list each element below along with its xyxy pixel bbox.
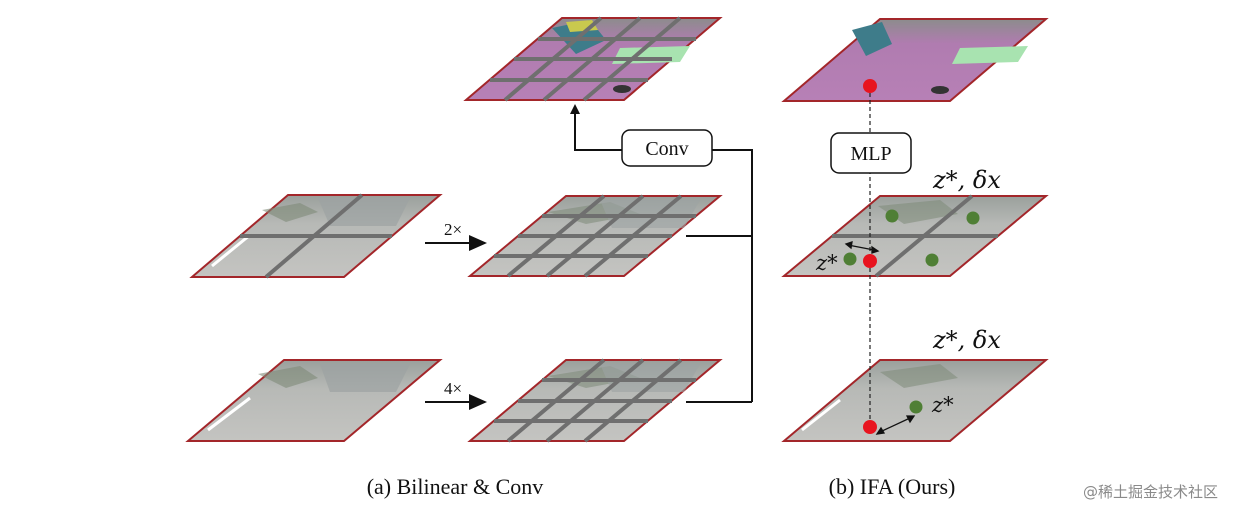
latent-point-nearest-low	[910, 401, 923, 414]
conv-output-arrowhead	[570, 104, 580, 114]
z-star-label-mid: z*	[815, 251, 838, 275]
mlp-label: MLP	[850, 143, 891, 165]
plane-a-upsampled-4x	[470, 360, 720, 441]
plane-a-upsampled-2x	[470, 196, 720, 276]
scale-2x-label: 2×	[444, 220, 462, 239]
plane-b-segmentation-output	[784, 19, 1046, 101]
latent-point	[967, 212, 980, 225]
latent-point	[926, 254, 939, 267]
zdx-label-bottom: z*, δx	[932, 326, 1001, 354]
query-point-low	[863, 420, 877, 434]
caption-b: (b) IFA (Ours)	[829, 474, 956, 499]
z-star-label-low: z*	[931, 393, 954, 417]
latent-point-nearest	[844, 253, 857, 266]
plane-b-feature-bottom	[784, 360, 1046, 441]
plane-a-input-top	[192, 195, 440, 277]
watermark: @稀土掘金技术社区	[1083, 481, 1218, 502]
caption-a: (a) Bilinear & Conv	[367, 474, 544, 499]
plane-a-segmentation-output	[466, 18, 720, 100]
latent-point	[886, 210, 899, 223]
query-point-mid	[863, 254, 877, 268]
query-point-output	[863, 79, 877, 93]
zdx-label-top: z*, δx	[932, 166, 1001, 194]
plane-a-input-bottom	[188, 360, 440, 441]
conv-label: Conv	[645, 138, 688, 160]
scale-4x-label: 4×	[444, 379, 462, 398]
